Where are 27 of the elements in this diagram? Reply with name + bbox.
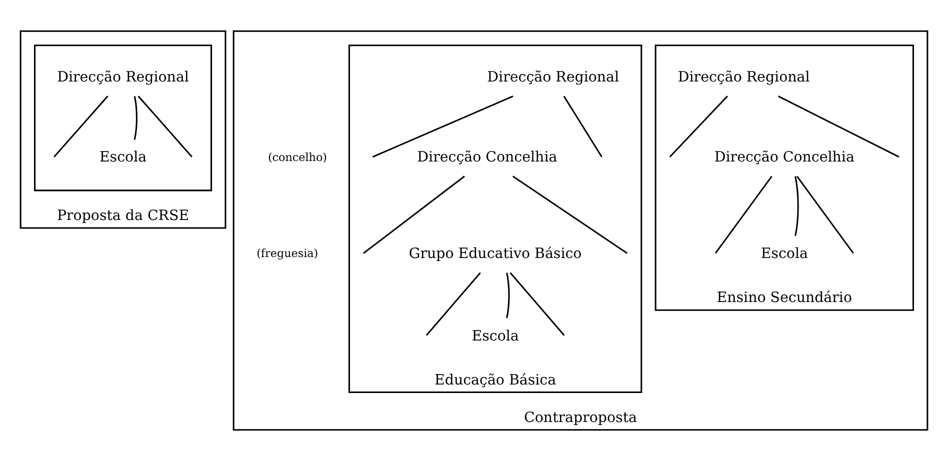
label: (concelho) (268, 150, 328, 164)
connector (563, 96, 602, 158)
node-text: Direcção Regional (487, 70, 620, 86)
connector (510, 272, 565, 336)
node-text: Escola (99, 150, 147, 166)
connector (512, 176, 628, 254)
node-text: Grupo Educativo Básico (408, 246, 582, 262)
node-text: Direcção Concelhia (417, 150, 558, 166)
connector (54, 96, 108, 158)
connector (778, 96, 900, 158)
connector (138, 96, 192, 158)
label: (freguesia) (256, 247, 318, 260)
node-text: Direcção Regional (678, 70, 810, 86)
node-text: Direcção Regional (57, 70, 189, 86)
connector (134, 96, 138, 140)
node-text: Escola (472, 328, 519, 344)
node-text: Direcção Concelhia (714, 150, 854, 166)
connector (372, 95, 514, 158)
connector (506, 272, 510, 318)
connector (426, 272, 481, 336)
connector (714, 176, 772, 254)
node-text: Escola (760, 246, 808, 262)
connector (794, 176, 799, 236)
cluster (34, 44, 212, 192)
connector (796, 176, 854, 254)
connector (669, 96, 728, 158)
connector (363, 176, 465, 254)
